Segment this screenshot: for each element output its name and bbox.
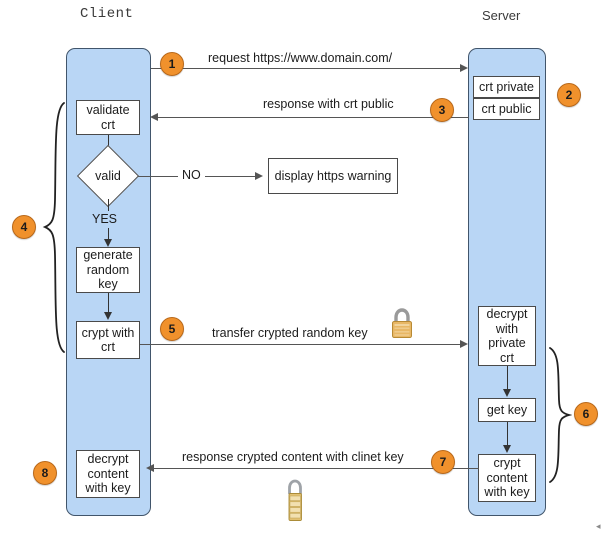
step-badge-6: 6 bbox=[574, 402, 598, 426]
step-badge-4: 4 bbox=[12, 215, 36, 239]
validate-crt-line2: crt bbox=[101, 117, 115, 132]
server-node-get-key: get key bbox=[478, 398, 536, 422]
yes-branch-line-top bbox=[108, 199, 109, 211]
message-1-line bbox=[151, 68, 466, 69]
step-badge-7: 7 bbox=[431, 450, 455, 474]
corner-artifact: ◂ bbox=[596, 521, 601, 531]
yes-branch-line-bottom bbox=[108, 228, 109, 242]
message-3-label: response with crt public bbox=[263, 97, 394, 111]
decrypt-line2: with bbox=[495, 321, 519, 336]
client-node-validate-crt: validate crt bbox=[76, 100, 140, 135]
decrypt-line4: crt bbox=[500, 350, 514, 365]
message-7-line bbox=[152, 468, 479, 469]
connector-getkey-to-crypt bbox=[507, 422, 508, 448]
server-node-decrypt-with-private-crt: decrypt with private crt bbox=[478, 306, 536, 366]
brace-step-4 bbox=[42, 102, 65, 353]
yes-branch-label: YES bbox=[92, 212, 118, 226]
connector-decrypt-to-getkey-arrowhead bbox=[502, 389, 511, 397]
crt-public-label: crt public bbox=[481, 101, 532, 116]
server-lane-title: Server bbox=[482, 8, 521, 23]
server-node-crypt-content-with-key: crypt content with key bbox=[478, 454, 536, 502]
connector-decrypt-to-getkey bbox=[507, 366, 508, 392]
client-node-crypt-with-crt: crypt with crt bbox=[76, 321, 140, 359]
decrypt-content-line3: with key bbox=[85, 481, 131, 496]
no-branch-arrowhead bbox=[255, 171, 263, 180]
generate-line1: generate bbox=[83, 248, 133, 263]
step-badge-3: 3 bbox=[430, 98, 454, 122]
client-lane-title: Client bbox=[80, 6, 134, 22]
decrypt-content-line2: content bbox=[87, 466, 129, 481]
decrypt-content-line1: decrypt bbox=[87, 452, 129, 467]
combination-padlock-icon bbox=[288, 479, 302, 521]
connector-generate-to-crypt-arrowhead bbox=[103, 312, 112, 320]
server-node-crt-private: crt private bbox=[473, 76, 540, 98]
client-node-generate-random-key: generate random key bbox=[76, 247, 140, 293]
message-3-arrowhead bbox=[150, 112, 158, 121]
brace-step-6 bbox=[549, 347, 572, 483]
connector-generate-to-crypt bbox=[108, 293, 109, 315]
message-7-label: response crypted content with clinet key bbox=[182, 450, 404, 464]
crt-private-label: crt private bbox=[479, 79, 534, 94]
https-warning-label: display https warning bbox=[274, 168, 392, 183]
yes-branch-arrowhead bbox=[103, 239, 112, 247]
node-display-https-warning: display https warning bbox=[268, 158, 398, 194]
server-node-crt-public: crt public bbox=[473, 98, 540, 120]
message-1-label: request https://www.domain.com/ bbox=[208, 51, 393, 65]
message-3-line bbox=[156, 117, 469, 118]
generate-line3: key bbox=[98, 277, 118, 292]
connector-getkey-to-crypt-arrowhead bbox=[502, 445, 511, 453]
crypt-with-crt-line1: crypt with bbox=[81, 325, 135, 340]
no-branch-label: NO bbox=[178, 168, 205, 182]
crypt-content-line1: crypt bbox=[493, 456, 521, 471]
client-node-decrypt-content-with-key: decrypt content with key bbox=[76, 450, 140, 498]
message-7-arrowhead bbox=[146, 463, 154, 472]
crypt-content-line2: content bbox=[486, 470, 528, 485]
step-badge-5: 5 bbox=[160, 317, 184, 341]
generate-line2: random bbox=[86, 262, 130, 277]
message-5-arrowhead bbox=[460, 339, 468, 348]
step-badge-2: 2 bbox=[557, 83, 581, 107]
padlock-closed-icon bbox=[392, 308, 412, 338]
decrypt-line3: private bbox=[488, 336, 526, 350]
message-5-line bbox=[140, 344, 466, 345]
crypt-with-crt-line2: crt bbox=[101, 340, 115, 354]
message-5-label: transfer crypted random key bbox=[212, 326, 368, 340]
step-badge-1: 1 bbox=[160, 52, 184, 76]
get-key-label: get key bbox=[486, 402, 528, 417]
validate-crt-line1: validate bbox=[86, 103, 130, 117]
crypt-content-line3: with key bbox=[484, 485, 530, 500]
decision-label: valid bbox=[95, 169, 121, 183]
decrypt-line1: decrypt bbox=[486, 307, 528, 321]
client-decision-valid: valid bbox=[76, 144, 140, 208]
message-1-arrowhead bbox=[460, 63, 468, 72]
step-badge-8: 8 bbox=[33, 461, 57, 485]
